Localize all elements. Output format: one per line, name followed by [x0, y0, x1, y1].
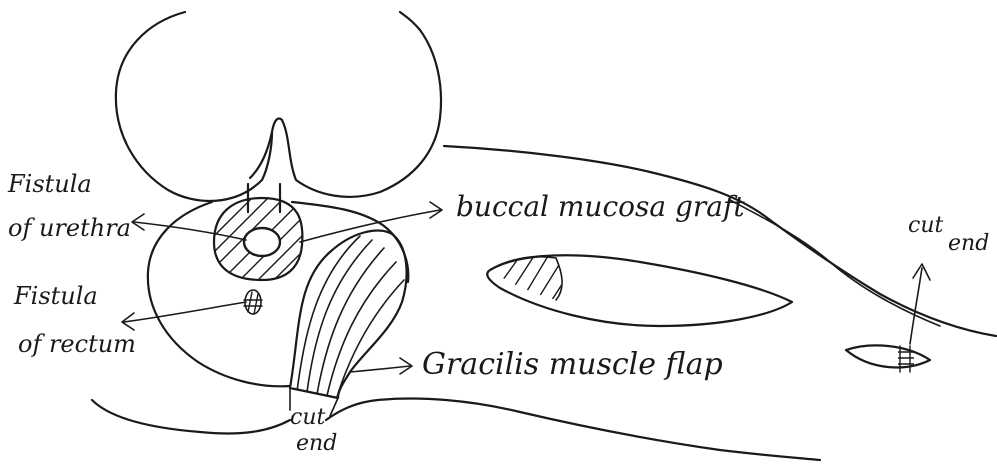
arrow-to-graft-label [300, 202, 442, 242]
label-fistula-urethra-1: Fistula [7, 170, 92, 198]
label-fistula-urethra-2: of urethra [8, 214, 131, 242]
arrow-to-urethra-label [132, 214, 246, 240]
gracilis-flap-outline [290, 231, 407, 398]
buttock-contour [326, 399, 820, 461]
label-gracilis-muscle-flap: Gracilis muscle flap [422, 347, 723, 382]
label-cut-end-bottom-2: end [296, 431, 337, 456]
urethral-fistula-opening [244, 228, 280, 256]
label-cut-end-right-1: cut [908, 213, 943, 238]
scrotum-outline [116, 12, 441, 201]
label-fistula-rectum-2: of rectum [18, 330, 136, 358]
arrow-to-rectum-label [122, 302, 246, 330]
label-cut-end-bottom-1: cut [290, 405, 325, 430]
label-fistula-rectum-1: Fistula [13, 282, 98, 310]
buttock-outline [92, 400, 290, 434]
perineum-right [292, 202, 408, 282]
arrow-to-cut-end-label [910, 264, 930, 344]
donor-incision [487, 255, 792, 326]
distal-incision [846, 345, 930, 367]
donor-graft-wedge-hatching [500, 256, 570, 306]
label-cut-end-right-2: end [948, 231, 989, 256]
label-buccal-mucosa-graft: buccal mucosa graft [456, 190, 745, 223]
thigh-outline-upper [444, 146, 996, 336]
